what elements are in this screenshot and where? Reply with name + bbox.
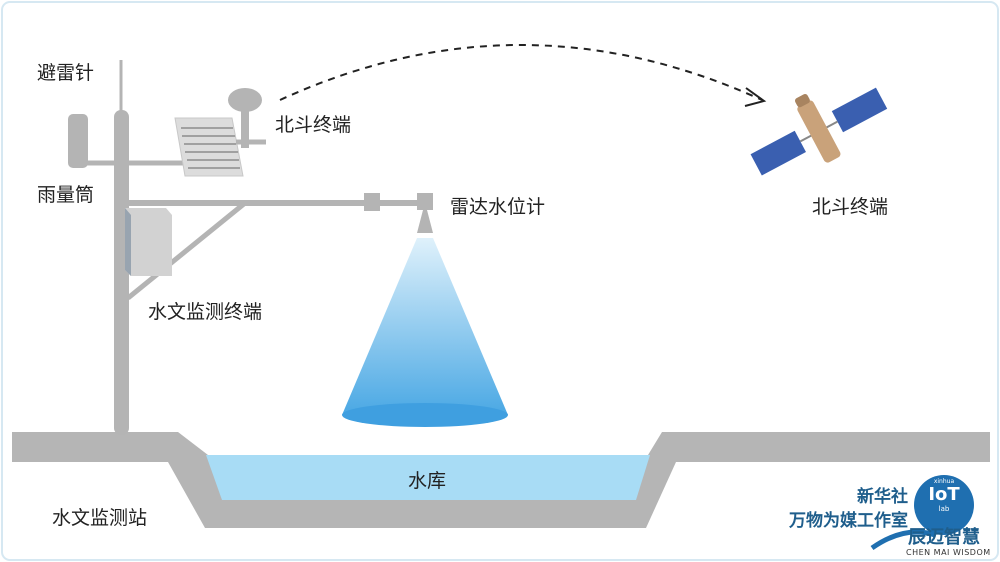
arm-joint — [364, 193, 380, 211]
solar-panel — [174, 117, 244, 177]
iot-badge-icon — [914, 475, 974, 535]
beidou-antenna-icon — [228, 88, 262, 112]
radar-horn — [417, 210, 433, 233]
arrowhead-icon — [744, 87, 767, 107]
beam-footprint — [342, 403, 508, 427]
rain-gauge — [68, 114, 88, 168]
badge-main: IoT — [928, 484, 960, 505]
badge-top: xinhua — [933, 478, 955, 485]
label-hydrology-station: 水文监测站 — [52, 507, 148, 529]
hydrology-terminal-box — [125, 208, 172, 276]
label-beidou-terminal-satellite: 北斗终端 — [812, 196, 889, 218]
iot-badge: xinhua IoT lab — [914, 478, 974, 513]
label-radar-level-meter: 雷达水位计 — [450, 196, 546, 218]
communication-link — [279, 44, 763, 101]
radar-head — [417, 193, 433, 210]
label-reservoir: 水库 — [408, 470, 447, 492]
arm-brace — [126, 201, 247, 300]
brand-cn: 辰迈智慧 — [908, 527, 980, 548]
radar-beam — [342, 238, 508, 415]
brand-en: CHEN MAI WISDOM — [906, 548, 991, 557]
box-side — [125, 208, 131, 276]
label-rain-gauge: 雨量筒 — [37, 184, 95, 206]
label-beidou-terminal-station: 北斗终端 — [275, 114, 352, 136]
brand-swoosh-icon — [870, 529, 936, 551]
pole — [114, 110, 129, 435]
label-hydrology-terminal: 水文监测终端 — [148, 301, 263, 323]
watermark-line2: 万物为媒工作室 — [789, 511, 908, 531]
watermark-line1: 新华社 — [857, 487, 908, 507]
watermark-text: 新华社 万物为媒工作室 — [789, 485, 908, 533]
satellite-icon — [750, 87, 888, 176]
label-lightning-rod: 避雷针 — [37, 62, 95, 84]
reservoir-water — [206, 455, 650, 500]
antenna-stem — [241, 108, 249, 148]
badge-sub: lab — [938, 505, 950, 513]
solar-cells — [181, 127, 240, 169]
